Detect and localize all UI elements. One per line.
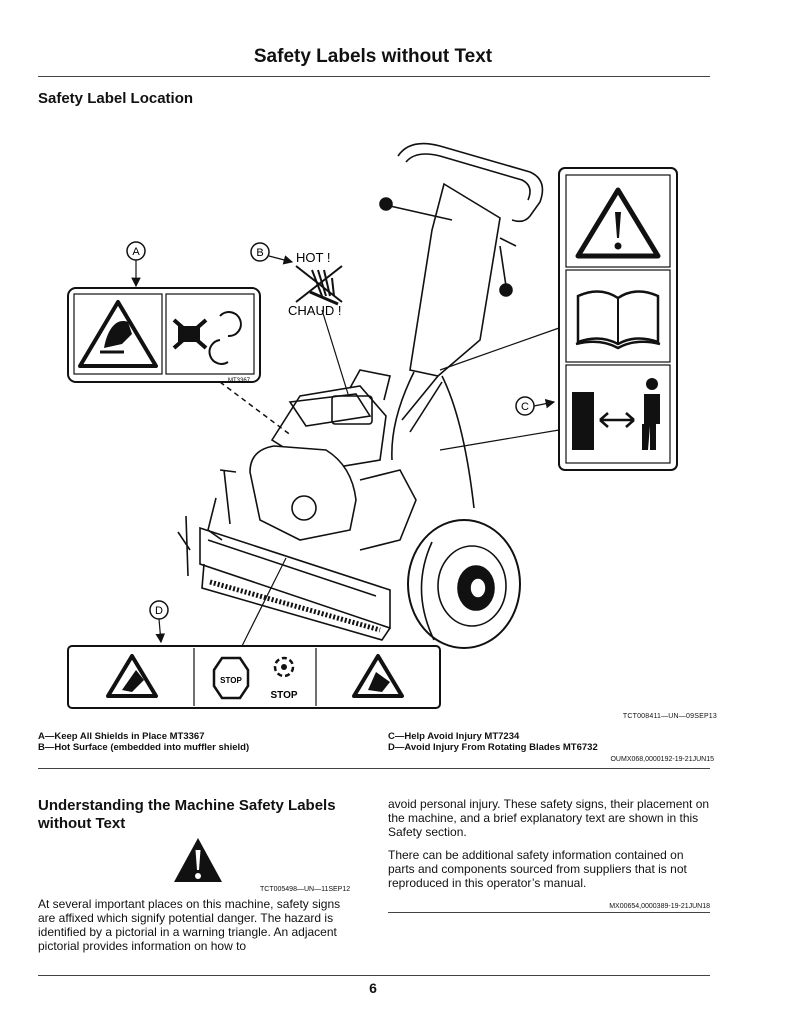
label-a: MT3367 bbox=[67, 287, 261, 384]
label-d: STOP STOP bbox=[67, 645, 441, 709]
warning-triangle-icon bbox=[575, 187, 661, 259]
hot-label: HOT ! bbox=[296, 250, 330, 265]
hand-crush-warning-icon bbox=[352, 654, 404, 698]
title-rule bbox=[38, 76, 710, 77]
callout-a-letter: A bbox=[132, 246, 140, 258]
understanding-paragraph-right-1: avoid personal injury. These safety sign… bbox=[388, 797, 710, 839]
page-title: Safety Labels without Text bbox=[253, 46, 493, 67]
manual-book-icon bbox=[575, 290, 661, 350]
page-number: 6 bbox=[369, 980, 377, 996]
chaud-label: CHAUD ! bbox=[288, 303, 341, 318]
blade-warning-icon bbox=[106, 654, 158, 698]
stop-label-2: STOP bbox=[270, 690, 297, 701]
rotating-blade-icon: STOP bbox=[270, 656, 298, 701]
callout-b bbox=[250, 242, 270, 262]
callout-d-letter: D bbox=[155, 605, 163, 617]
legend-rule bbox=[38, 768, 710, 769]
understanding-source-code: MX00654,0000389-19-21JUN18 bbox=[609, 903, 710, 910]
right-column-rule bbox=[388, 912, 710, 913]
legend-a: A—Keep All Shields in Place MT3367 bbox=[38, 731, 205, 742]
keep-shields-icon bbox=[172, 311, 242, 365]
hot-hand-icon bbox=[295, 265, 343, 306]
safety-label-figure: MT3367 A B HOT ! CHAUD ! C bbox=[67, 142, 678, 709]
stop-engine-icon: STOP bbox=[212, 656, 250, 700]
keep-distance-icon bbox=[572, 378, 660, 450]
understanding-heading: Understanding the Machine Safety Labels … bbox=[38, 797, 336, 832]
label-c bbox=[558, 167, 678, 471]
mower-illustration bbox=[177, 142, 544, 649]
stop-label-1: STOP bbox=[220, 676, 242, 685]
legend-d: D—Avoid Injury From Rotating Blades MT67… bbox=[388, 742, 598, 753]
hot-surface-label: HOT ! CHAUD ! bbox=[288, 250, 343, 318]
callout-c-letter: C bbox=[521, 401, 529, 413]
label-a-code: MT3367 bbox=[228, 378, 251, 384]
warning-triangle-icon bbox=[174, 838, 222, 882]
legend-b: B—Hot Surface (embedded into muffler shi… bbox=[38, 742, 250, 753]
legend-source-code: OUMX068,0000192-19-21JUN15 bbox=[610, 756, 714, 763]
figure-code: TCT008411—UN—09SEP13 bbox=[622, 713, 717, 720]
legend-c: C—Help Avoid Injury MT7234 bbox=[388, 731, 520, 742]
section-title: Safety Label Location bbox=[38, 90, 194, 107]
icon-code: TCT005498—UN—11SEP12 bbox=[260, 886, 351, 893]
hand-crush-icon bbox=[78, 300, 158, 368]
understanding-paragraph-right-2: There can be additional safety informati… bbox=[388, 848, 687, 890]
understanding-paragraph-left: At several important places on this mach… bbox=[38, 897, 341, 953]
callout-b-letter: B bbox=[256, 247, 263, 259]
footer-rule bbox=[38, 975, 710, 976]
